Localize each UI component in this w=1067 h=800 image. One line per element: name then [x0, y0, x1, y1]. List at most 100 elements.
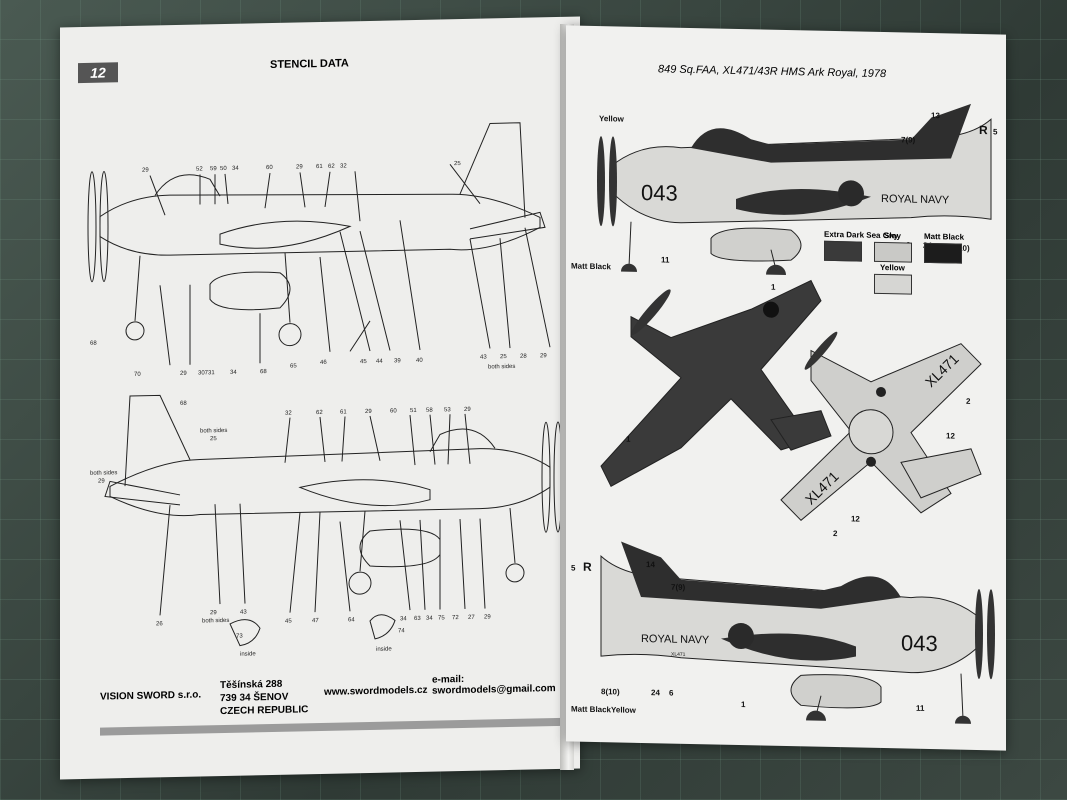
email-text: e-mail: swordmodels@gmail.com — [432, 673, 556, 697]
svg-text:61: 61 — [340, 409, 347, 415]
svg-text:both sides: both sides — [90, 470, 117, 477]
svg-text:25: 25 — [210, 436, 217, 442]
svg-text:7(9): 7(9) — [901, 135, 916, 144]
address-block: Těšínská 288 739 34 ŠENOV CZECH REPUBLIC — [220, 677, 308, 718]
svg-text:70: 70 — [134, 372, 141, 378]
svg-text:47: 47 — [312, 618, 319, 624]
svg-text:75: 75 — [438, 615, 445, 621]
svg-text:Matt Black: Matt Black — [571, 704, 612, 714]
svg-text:11: 11 — [661, 255, 670, 264]
svg-text:62: 62 — [328, 164, 335, 170]
svg-text:52: 52 — [196, 166, 203, 172]
svg-text:29: 29 — [98, 478, 105, 484]
code-043-top: 043 — [641, 180, 678, 206]
svg-text:60: 60 — [390, 408, 397, 414]
svg-text:R: R — [583, 560, 592, 574]
svg-text:14: 14 — [646, 560, 655, 569]
svg-text:39: 39 — [394, 358, 401, 364]
royal-navy-top: ROYAL NAVY — [881, 193, 950, 206]
svg-text:13: 13 — [931, 111, 940, 120]
svg-text:68: 68 — [260, 369, 267, 375]
svg-text:32: 32 — [285, 411, 292, 417]
svg-text:25: 25 — [454, 161, 461, 167]
svg-text:73: 73 — [236, 634, 243, 640]
svg-text:30731: 30731 — [198, 370, 215, 376]
svg-text:65: 65 — [290, 363, 297, 369]
svg-text:Matt Black: Matt Black — [571, 261, 612, 271]
svg-text:29: 29 — [210, 610, 217, 616]
svg-text:R: R — [979, 123, 988, 137]
svg-text:29: 29 — [540, 353, 547, 359]
svg-text:Yellow: Yellow — [599, 114, 625, 124]
svg-text:32: 32 — [340, 163, 347, 169]
svg-text:51: 51 — [410, 408, 417, 414]
svg-text:40: 40 — [416, 358, 423, 364]
svg-text:72: 72 — [452, 615, 459, 621]
svg-text:1: 1 — [741, 700, 746, 709]
code-043-bottom: 043 — [901, 630, 938, 656]
svg-text:11: 11 — [916, 704, 925, 713]
svg-text:34: 34 — [400, 616, 407, 622]
svg-text:inside: inside — [240, 651, 256, 657]
svg-text:29: 29 — [484, 614, 491, 620]
svg-text:58: 58 — [426, 408, 433, 414]
svg-text:29: 29 — [296, 164, 303, 170]
brand-name: VISION SWORD s.r.o. — [100, 689, 202, 703]
svg-text:34: 34 — [232, 166, 239, 172]
svg-text:59: 59 — [210, 166, 217, 172]
royal-navy-bottom: ROYAL NAVY — [641, 633, 710, 646]
svg-text:68: 68 — [90, 341, 97, 347]
svg-text:44: 44 — [376, 359, 383, 365]
svg-text:24: 24 — [651, 688, 660, 697]
svg-text:5: 5 — [571, 563, 576, 572]
svg-text:12: 12 — [851, 514, 860, 523]
svg-text:68: 68 — [180, 401, 187, 407]
svg-text:64: 64 — [348, 617, 355, 623]
svg-text:25: 25 — [500, 354, 507, 360]
svg-text:inside: inside — [376, 646, 392, 652]
svg-text:2: 2 — [833, 529, 838, 538]
svg-text:29: 29 — [142, 168, 149, 174]
footer-bar — [100, 717, 575, 736]
svg-text:5: 5 — [993, 127, 998, 136]
aircraft-plan-views: XL471 XL471 1 1 2 12 12 2 — [600, 279, 982, 538]
svg-text:both sides: both sides — [202, 618, 229, 625]
svg-text:26: 26 — [156, 621, 163, 627]
swatch-extra-dark-sea-grey: Extra Dark Sea Grey — [824, 230, 901, 262]
svg-text:27: 27 — [468, 615, 475, 621]
svg-text:45: 45 — [285, 619, 292, 625]
svg-text:28: 28 — [520, 354, 527, 360]
stencil-data-title: STENCIL DATA — [270, 57, 349, 72]
svg-text:1: 1 — [771, 283, 776, 292]
svg-text:7(9): 7(9) — [671, 583, 686, 592]
svg-text:6: 6 — [669, 689, 674, 698]
page-number: 12 — [78, 62, 118, 84]
svg-text:63: 63 — [414, 616, 421, 622]
publisher-footer: VISION SWORD s.r.o. Těšínská 288 739 34 … — [100, 672, 575, 736]
svg-text:60: 60 — [266, 165, 273, 171]
svg-text:34: 34 — [230, 370, 237, 376]
svg-text:53: 53 — [444, 407, 451, 413]
svg-text:45: 45 — [360, 359, 367, 365]
svg-text:29: 29 — [464, 407, 471, 413]
svg-text:43: 43 — [240, 610, 247, 616]
aircraft-profile-bottom: 043 ROYAL NAVY XL471 5 R 14 7(9) 8(10) 2… — [571, 541, 995, 725]
svg-text:29: 29 — [365, 409, 372, 415]
swatch-matt-black: Matt Black — [924, 232, 964, 264]
svg-text:1: 1 — [626, 435, 631, 444]
svg-text:62: 62 — [316, 410, 323, 416]
address-line-3: CZECH REPUBLIC — [220, 704, 309, 718]
svg-text:Yellow: Yellow — [611, 705, 637, 715]
svg-text:61: 61 — [316, 164, 323, 170]
serial-small-bottom: XL471 — [671, 652, 686, 658]
svg-text:74: 74 — [398, 628, 405, 634]
svg-text:34: 34 — [426, 616, 433, 622]
svg-text:50: 50 — [220, 166, 227, 172]
svg-text:2: 2 — [966, 397, 971, 406]
svg-text:both sides: both sides — [488, 364, 515, 371]
right-page: 849 Sq.FAA, XL471/43R HMS Ark Royal, 197… — [566, 25, 1006, 751]
svg-text:both sides: both sides — [200, 428, 227, 435]
